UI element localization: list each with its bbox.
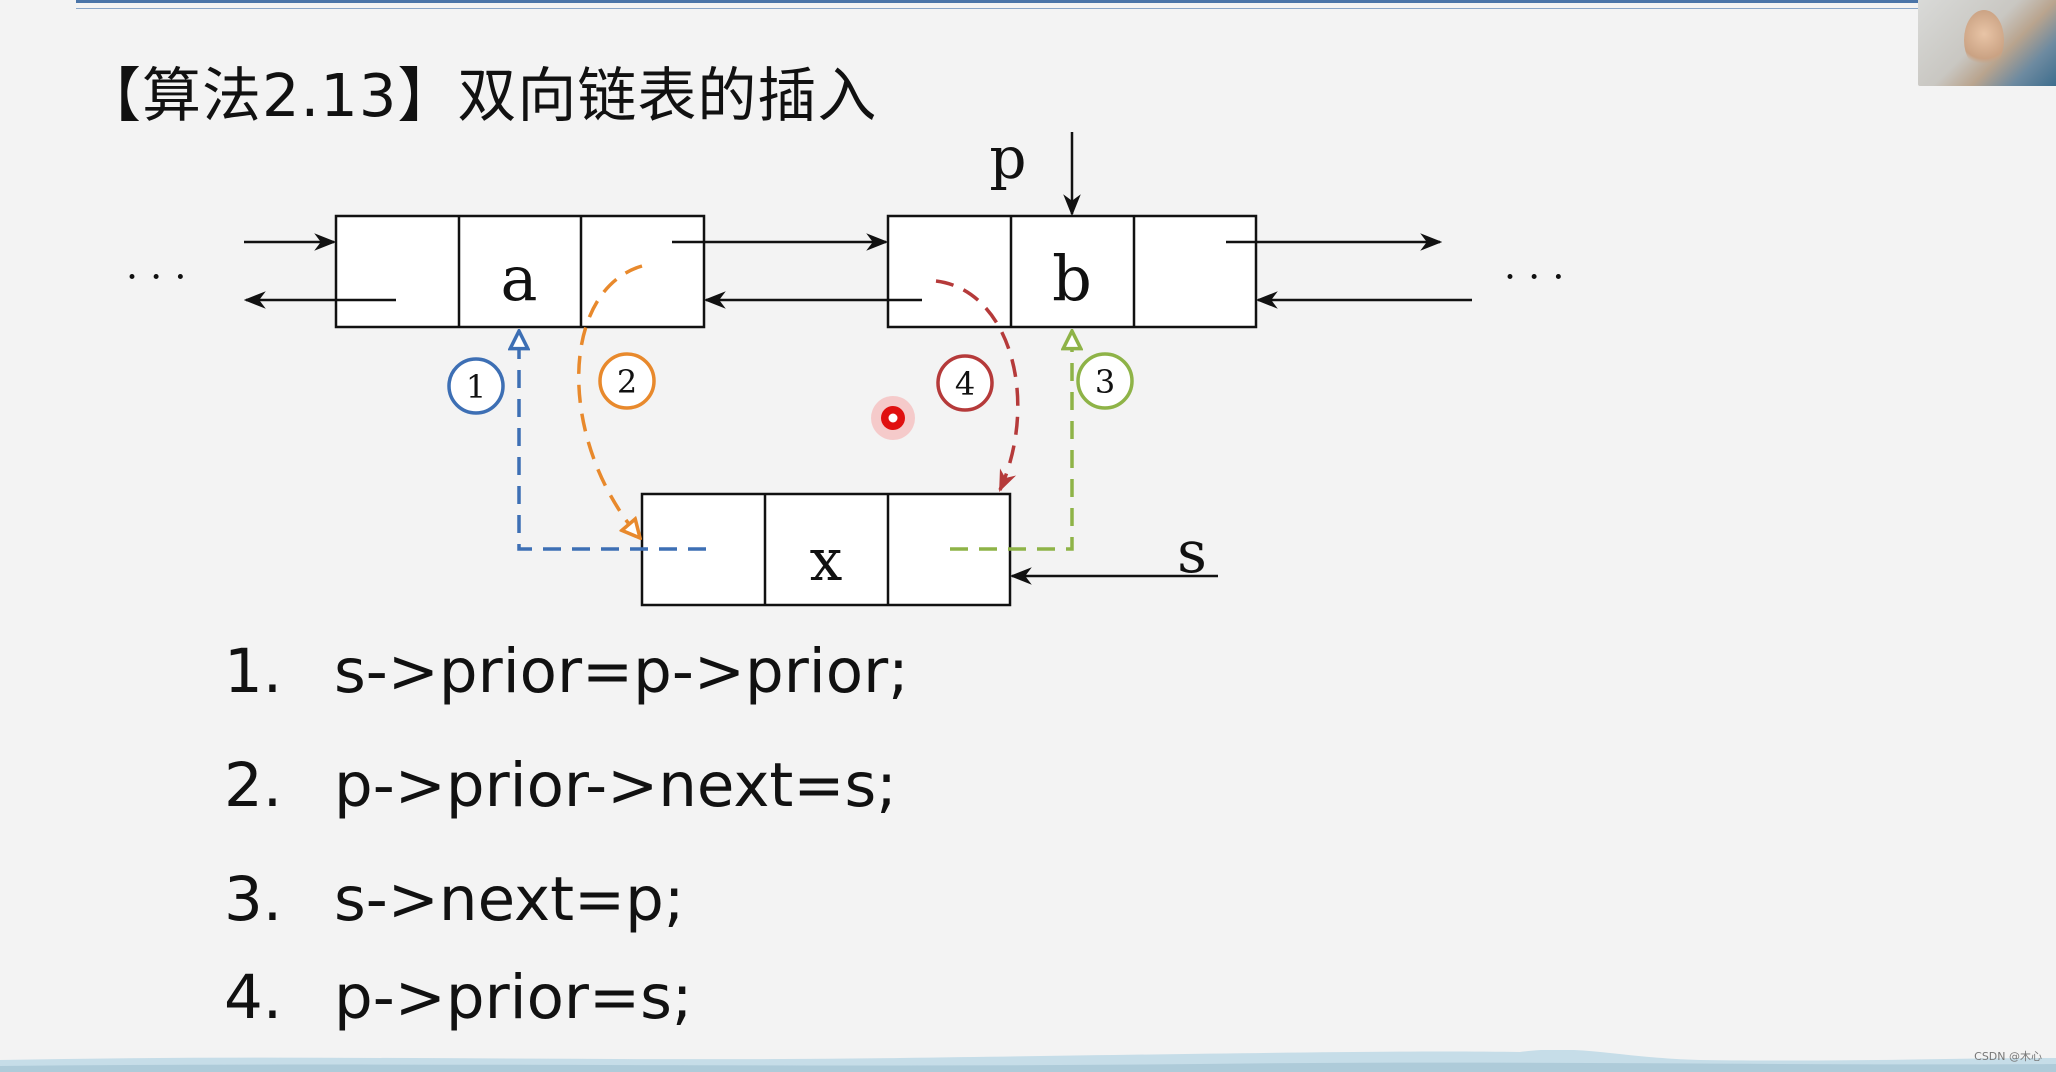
- top-rule: [76, 0, 1920, 3]
- step-3-arrow: [950, 331, 1072, 551]
- node-a: a: [334, 214, 706, 329]
- code-line-number: 4.: [224, 962, 283, 1033]
- ellipsis-left: · · ·: [126, 255, 186, 299]
- node-x-data: x: [810, 526, 843, 594]
- step-1-number: 1: [466, 368, 486, 406]
- pointer-p-label: p: [989, 124, 1026, 192]
- code-line-number: 1.: [224, 636, 283, 707]
- node-a-data: a: [501, 242, 538, 315]
- slide-title: 【算法2.13】双向链表的插入: [82, 61, 878, 130]
- linked-list-diagram: · · · · · · a b x p: [126, 124, 1564, 607]
- code-line-text: s->next=p;: [334, 864, 685, 935]
- code-line-number: 2.: [224, 750, 283, 821]
- step-2-number: 2: [617, 363, 637, 401]
- step-3-badge: 3: [1076, 352, 1134, 410]
- presenter-face: [1964, 10, 2004, 70]
- code-line-text: p->prior->next=s;: [334, 750, 897, 821]
- bottom-wave-decoration: [0, 1050, 2056, 1072]
- code-line-text: p->prior=s;: [334, 962, 693, 1033]
- step-3-number: 3: [1095, 363, 1115, 401]
- step-4-number: 4: [955, 365, 975, 403]
- watermark: CSDN @木心: [1974, 1050, 2042, 1063]
- step-2-badge: 2: [598, 352, 656, 410]
- pointer-s-label: s: [1177, 518, 1207, 586]
- node-b: b: [886, 214, 1258, 329]
- step-1-badge: 1: [447, 357, 505, 415]
- step-1-arrow: [519, 331, 706, 551]
- code-line-text: s->prior=p->prior;: [334, 636, 909, 707]
- webcam-overlay: [1918, 0, 2056, 86]
- step-4-arrow: [935, 279, 1020, 493]
- laser-pointer-dot: [871, 396, 915, 440]
- ellipsis-right: · · ·: [1504, 255, 1564, 299]
- code-line-number: 3.: [224, 864, 283, 935]
- top-rule-thin: [76, 8, 1920, 9]
- step-4-badge: 4: [936, 354, 994, 412]
- node-b-data: b: [1052, 242, 1092, 315]
- step-2-arrow: [577, 264, 642, 538]
